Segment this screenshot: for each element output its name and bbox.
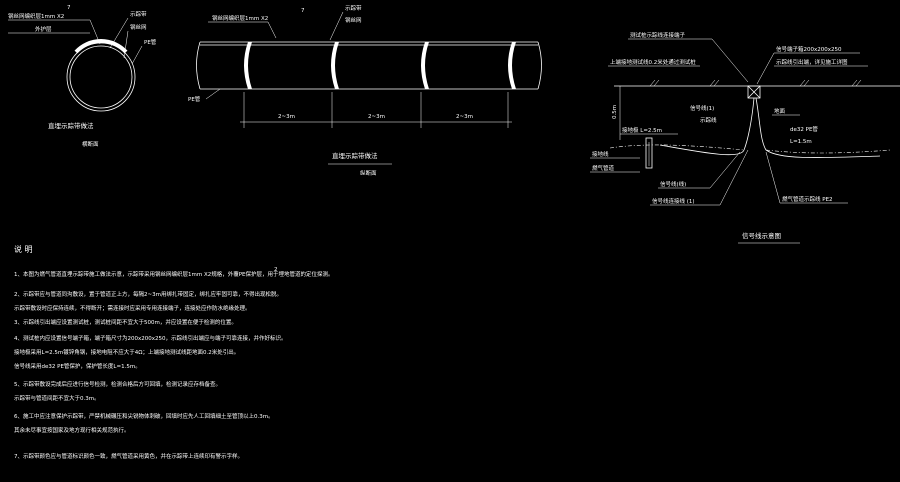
note-line: 7、示踪带颜色应与管道标识颜色一致，燃气管道采用黄色，并在示踪带上连续印有警示字…: [14, 452, 243, 460]
sig-label-b3: 燃气管道示踪线 PE2: [782, 195, 833, 203]
long-label-steel: 钢丝网: [345, 16, 362, 24]
sig-label-surface: 地面: [774, 107, 786, 115]
sig-label-sig2: 示踪线: [700, 116, 717, 124]
pipe-outer-circle: [66, 42, 136, 112]
long-marker: 7: [301, 8, 305, 14]
cross-label-pe: PE管: [144, 38, 157, 46]
long-caption: 直埋示踪带做法: [332, 151, 378, 160]
tracer-band: [244, 42, 252, 89]
cross-label-steel: 钢丝网: [130, 23, 147, 31]
note-line: 其余未尽事宜按国家及地方现行相关规范执行。: [14, 426, 130, 434]
ground-rod: [645, 137, 653, 169]
notes-marker: 2: [274, 267, 278, 273]
sig-label-pipe: de32 PE管: [790, 125, 818, 133]
sig-label-len: L=1.5m: [790, 139, 812, 145]
note-line: 4、测试桩内应设置信号端子箱，端子箱尺寸为200x200x250，示踪线引出端应…: [14, 334, 287, 342]
cross-marker: 7: [67, 5, 71, 11]
sig-label-tl: 测试桩示踪线连接端子: [630, 31, 686, 39]
dim-label: 2~3m: [368, 114, 385, 120]
tracer-band: [331, 42, 339, 89]
notes-title: 说 明: [14, 244, 33, 254]
long-top-label: 钢丝网编织层1mm X2: [212, 14, 268, 22]
sig-label-b1: 信号线连接线 (1): [652, 197, 695, 205]
sig-label-box: 信号端子箱200x200x250: [776, 45, 842, 53]
note-line: 3、示踪线引出端应设置测试桩，测试桩间距不宜大于500m，并应设置在便于检测的位…: [14, 318, 237, 326]
sig-caption: 信号线示意图: [742, 231, 781, 240]
long-label-pe: PE管: [188, 95, 201, 103]
sig-label-left: 接地线: [592, 150, 609, 158]
note-line: 接地极采用L=2.5m镀锌角钢，接地电阻不应大于4Ω；上端接地测试线距地面0.2…: [14, 348, 239, 356]
dim-label: 2~3m: [278, 114, 295, 120]
sig-label-rod: 接地极 L=2.5m: [622, 126, 662, 134]
note-line: 示踪带与管道间距不宜大于0.3m。: [14, 394, 100, 402]
pipe-inner-circle: [69, 45, 133, 109]
sig-label-left2: 燃气管道: [592, 164, 615, 172]
signal-diagram: 测试桩示踪线连接端子 上端接地测试线0.2米处通过测试桩 信号端子箱200x20…: [590, 31, 900, 244]
cross-section-view: 钢丝网编织层1mm X2 7 外护层 示踪带 钢丝网 PE管 直埋示踪带做法 横…: [8, 5, 157, 148]
long-caption-sub: 纵断面: [360, 169, 377, 177]
longitudinal-view: 钢丝网编织层1mm X2 7 示踪带 钢丝网 PE管 2~3m 2~3m 2~3…: [188, 4, 542, 177]
signal-wire: [755, 97, 881, 159]
notes-block: 说 明 2 1、本图为燃气管道直埋示踪带施工做法示意，示踪带采用钢丝网编织层1m…: [14, 244, 334, 460]
sig-label-tl2: 上端接地测试线0.2米处通过测试桩: [610, 58, 696, 66]
sig-label-cable: 信号线(线): [660, 180, 686, 188]
note-line: 示踪带敷设时应保持连续，不得断开；需连接时应采用专用连接端子，连接处应作防水绝缘…: [14, 304, 251, 312]
sig-label-depth: 0.5m: [612, 105, 618, 119]
cross-top-label: 钢丝网编织层1mm X2: [8, 12, 64, 20]
cross-sub-label: 外护层: [35, 25, 52, 33]
dim-label: 2~3m: [456, 114, 473, 120]
note-line: 6、施工中应注意保护示踪带，严禁机械碾压和尖锐物体刺破，回填时应先人工回填细土至…: [14, 412, 274, 420]
long-label-tape: 示踪带: [345, 4, 362, 12]
tracer-band-arc: [74, 39, 128, 54]
signal-wire: [659, 97, 755, 156]
note-line: 信号线采用de32 PE管保护，保护管长度L=1.5m。: [14, 362, 141, 370]
cross-caption-sub: 横断面: [82, 140, 99, 148]
tracer-band: [508, 42, 516, 89]
sig-label-sig: 信号线(1): [690, 104, 714, 112]
note-line: 1、本图为燃气管道直埋示踪带施工做法示意，示踪带采用钢丝网编织层1mm X2规格…: [14, 270, 334, 278]
tracer-band: [421, 42, 429, 89]
cross-label-tape: 示踪带: [130, 10, 147, 18]
note-line: 2、示踪带应与管道同沟敷设，置于管道正上方，每隔2~3m用绑扎带固定，绑扎应牢固…: [14, 290, 282, 298]
note-line: 5、示踪带敷设完成后应进行信号检测，检测合格后方可回填，检测记录应存档备查。: [14, 380, 221, 388]
cross-caption: 直埋示踪带做法: [48, 121, 94, 130]
sig-label-box2: 示踪线引出端，详见施工详图: [776, 58, 848, 66]
